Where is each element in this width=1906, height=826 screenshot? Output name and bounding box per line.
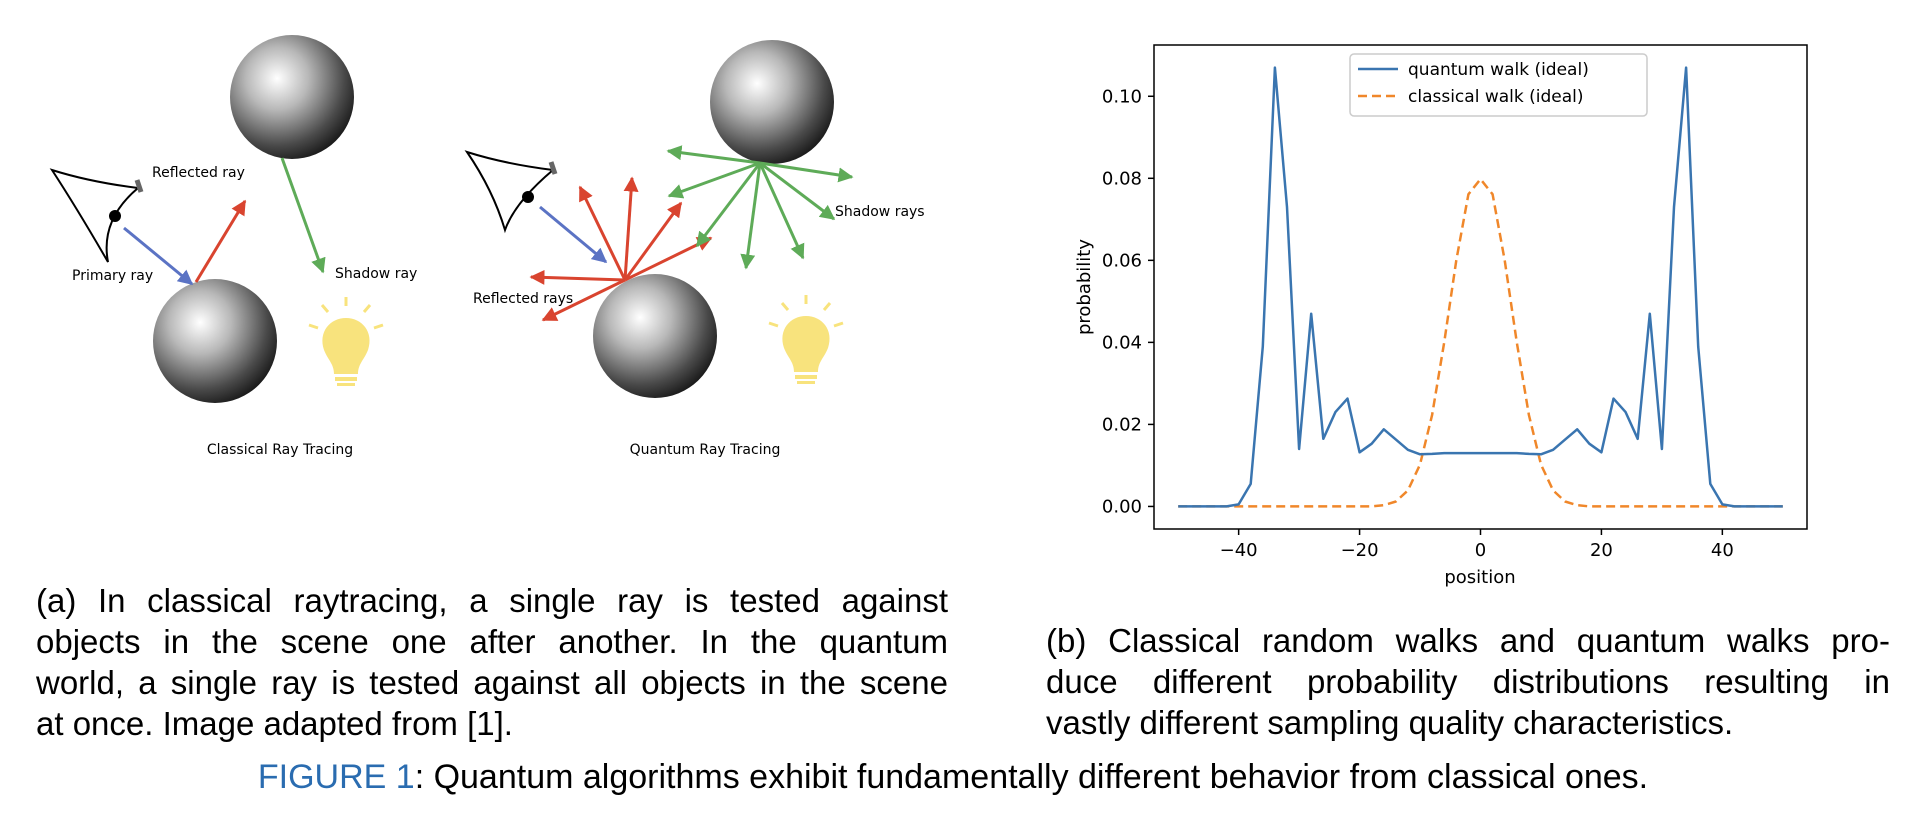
caption-a-line: world, a single ray is tested against al… (36, 664, 948, 701)
y-tick-label: 0.10 (1102, 86, 1142, 107)
primary-ray (123, 226, 194, 286)
classical-title: Classical Ray Tracing (207, 442, 353, 458)
quantum-title: Quantum Ray Tracing (630, 442, 781, 458)
quantum-scene: Reflected rays Shadow rays Quantum Ray T… (464, 40, 925, 458)
figure-label: FIGURE 1 (257, 758, 415, 796)
sphere-icon (153, 279, 277, 403)
caption-a: (a) In classical raytracing, a single ra… (36, 580, 948, 744)
quantum-walk-line (1178, 66, 1783, 508)
x-tick-label: 40 (1711, 540, 1734, 561)
classical-scene: Reflected ray Primary ray Shadow ray Cla… (49, 35, 417, 458)
sphere-icon (593, 274, 717, 398)
primary-ray (539, 205, 608, 264)
y-ticks: 0.00 0.02 0.04 0.06 0.08 0.10 (1102, 86, 1154, 517)
eye-icon (49, 168, 144, 263)
caption-a-line: objects in the scene one after another. … (36, 623, 948, 660)
classical-walk-line (1178, 177, 1783, 508)
y-tick-label: 0.06 (1102, 250, 1142, 271)
series-lines (1178, 66, 1783, 508)
legend-label-classical: classical walk (ideal) (1408, 87, 1584, 107)
caption-a-line: at once. Image adapted from [1]. (36, 705, 513, 742)
shadow-rays-label: Shadow rays (835, 204, 925, 220)
reflected-ray-label: Reflected ray (152, 165, 245, 181)
x-tick-label: −20 (1341, 540, 1379, 561)
x-axis-label: position (1444, 567, 1515, 588)
x-tick-label: 20 (1590, 540, 1613, 561)
caption-b: (b) Classical random walks and quantum w… (1046, 620, 1890, 743)
primary-ray-label: Primary ray (72, 268, 153, 284)
caption-a-line: (a) In classical raytracing, a single ra… (36, 582, 948, 619)
walk-distribution-chart: −40 −20 0 20 40 0.00 0.02 0.04 0.06 0.08 0.10 pos… (1074, 44, 1808, 588)
shadow-rays (666, 145, 854, 270)
legend: quantum walk (ideal) classical walk (ide… (1349, 53, 1648, 117)
eye-icon (464, 150, 558, 234)
sphere-icon (710, 40, 834, 164)
y-tick-label: 0.08 (1102, 168, 1142, 189)
y-tick-label: 0.04 (1102, 332, 1142, 353)
caption-b-line: (b) Classical random walks and quantum w… (1046, 622, 1890, 659)
caption-b-line: duce different probability distributions… (1046, 663, 1890, 700)
x-ticks: −40 −20 0 20 40 (1220, 529, 1734, 561)
lightbulb-icon (308, 297, 384, 386)
y-tick-label: 0.02 (1102, 414, 1142, 435)
figure-caption: FIGURE 1: Quantum algorithms exhibit fun… (0, 758, 1906, 797)
x-tick-label: −40 (1220, 540, 1258, 561)
shadow-ray-label: Shadow ray (335, 266, 417, 282)
reflected-ray (194, 199, 247, 283)
legend-box (1349, 53, 1648, 117)
y-axis-label: probability (1074, 239, 1095, 335)
x-tick-label: 0 (1475, 540, 1486, 561)
y-tick-label: 0.00 (1102, 496, 1142, 517)
lightbulb-icon (768, 295, 844, 384)
ray-tracing-illustration: Reflected ray Primary ray Shadow ray Cla… (49, 35, 925, 458)
reflected-rays-label: Reflected rays (473, 291, 573, 307)
caption-b-line: vastly different sampling quality charac… (1046, 704, 1734, 741)
shadow-ray (280, 157, 326, 274)
legend-label-quantum: quantum walk (ideal) (1408, 60, 1589, 80)
sphere-icon (230, 35, 354, 159)
figure-caption-text: : Quantum algorithms exhibit fundamental… (414, 758, 1649, 796)
reflected-rays (529, 176, 713, 322)
